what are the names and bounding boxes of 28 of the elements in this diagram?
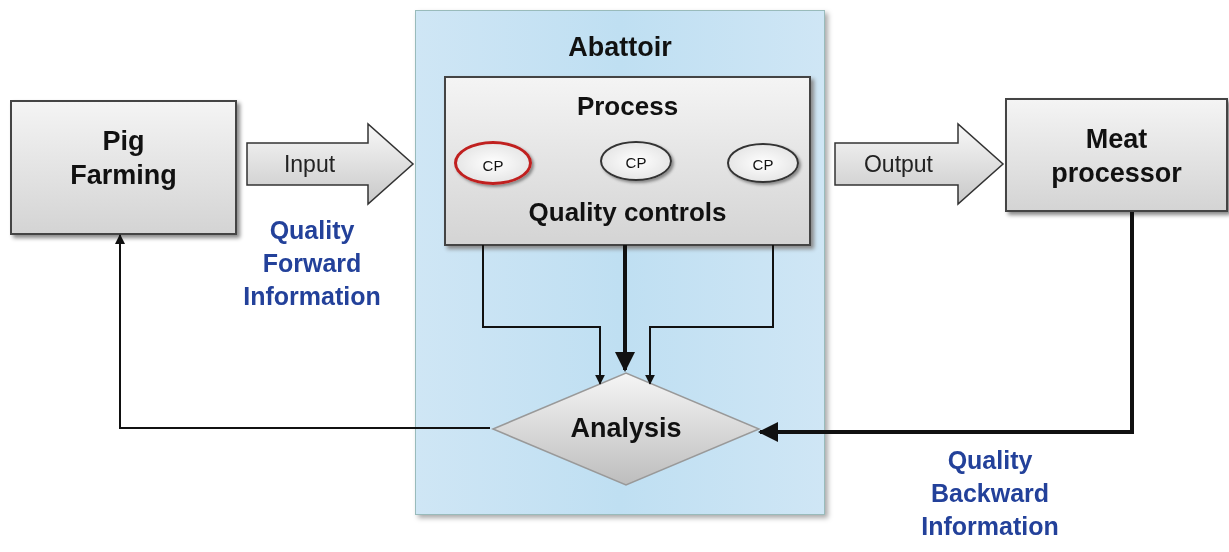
block-arrow	[246, 122, 415, 206]
annotation-text: Quality Backward Information	[920, 445, 1060, 542]
control-point-ellipse	[454, 141, 532, 185]
process-box	[1005, 98, 1228, 212]
edge-label: Input	[282, 150, 337, 178]
node-label: Pig Farming	[69, 125, 178, 192]
control-point-ellipse	[727, 143, 799, 183]
control-point-ellipse	[600, 141, 672, 181]
connector-arrow	[482, 244, 605, 385]
process-box	[10, 100, 237, 235]
node-label: Process	[575, 90, 680, 122]
node-label: CP	[481, 156, 505, 176]
decision-diamond	[491, 371, 761, 487]
block-arrow	[834, 122, 1005, 206]
node-label: Abattoir	[567, 31, 673, 63]
node-label: Analysis	[569, 412, 683, 445]
node-sublabel: Quality controls	[527, 196, 728, 228]
node-label: Meat processor	[1050, 123, 1183, 190]
process-box	[444, 76, 811, 246]
connector-arrow	[115, 234, 491, 429]
annotation-text: Quality Forward Information	[242, 215, 382, 312]
connector-arrow	[758, 212, 1134, 442]
connector-arrow	[615, 245, 635, 372]
stage-panel	[415, 10, 825, 515]
edge-label: Output	[862, 150, 934, 178]
node-label: CP	[751, 155, 775, 175]
connector-arrow	[645, 244, 774, 385]
node-label: CP	[624, 153, 648, 173]
